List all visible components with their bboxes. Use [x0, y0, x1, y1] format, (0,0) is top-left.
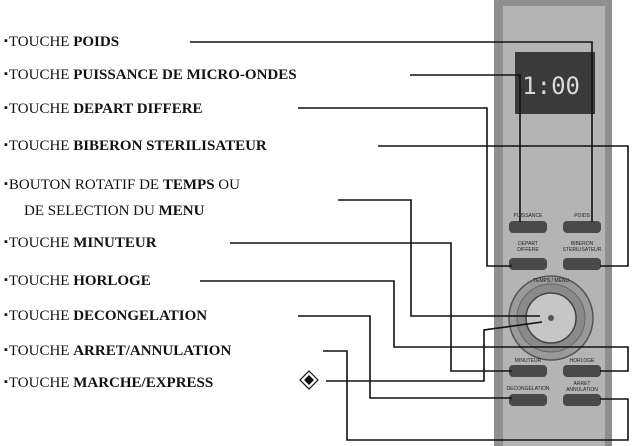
bullet: ▪	[4, 35, 8, 47]
bullet: ▪	[4, 309, 8, 321]
label-poids: ▪TOUCHE POIDS	[4, 33, 119, 52]
leader-decongelation	[298, 315, 512, 399]
bullet: ▪	[4, 139, 8, 151]
leader-rotary-knob	[338, 199, 540, 317]
label-suffix: OU	[214, 177, 240, 193]
leader-lines	[190, 41, 629, 441]
stop-cancel-button[interactable]: ARRET ANNULATION	[563, 381, 601, 406]
leader-minuteur	[230, 242, 512, 372]
bullet: ▪	[4, 274, 8, 286]
display-time: 1:00	[522, 72, 580, 100]
label-bold: HORLOGE	[73, 273, 151, 289]
time-menu-knob[interactable]: TEMPS / MENU	[508, 275, 594, 361]
label-prefix: TOUCHE	[8, 375, 74, 391]
start-diamond-icon	[299, 370, 319, 390]
label-bold: MINUTEUR	[73, 235, 157, 251]
delayed-start-label-2: DIFFERE	[517, 247, 539, 253]
label-rotary-knob-line2: DE SELECTION DU MENU	[24, 202, 204, 220]
label-rotary-knob: ▪BOUTON ROTATIF DE TEMPS OU	[4, 176, 240, 195]
leader-biberon	[378, 145, 629, 267]
label-bold: MENU	[158, 203, 205, 219]
label-bold: BIBERON STERILISATEUR	[73, 138, 267, 154]
label-minuteur: ▪TOUCHE MINUTEUR	[4, 234, 157, 253]
bullet: ▪	[4, 236, 8, 248]
label-depart-differe: ▪TOUCHE DEPART DIFFERE	[4, 100, 203, 119]
power-button[interactable]: PUISSANCE	[509, 213, 547, 233]
label-bold: TEMPS	[162, 177, 215, 193]
label-prefix: TOUCHE	[8, 101, 74, 117]
timer-button-label: MINUTEUR	[515, 358, 542, 364]
label-prefix: TOUCHE	[8, 34, 74, 50]
leader-marche-express	[326, 321, 543, 382]
delayed-start-button[interactable]: DEPART DIFFERE	[509, 241, 547, 270]
leader-arret-annulation	[323, 350, 629, 441]
timer-button[interactable]: MINUTEUR	[509, 358, 547, 377]
leader-horloge	[200, 280, 629, 372]
label-bold: MARCHE/EXPRESS	[73, 375, 214, 391]
label-prefix: DE SELECTION DU	[24, 203, 159, 219]
label-decongelation: ▪TOUCHE DECONGELATION	[4, 307, 207, 326]
display-window	[515, 52, 595, 114]
label-bold: ARRET/ANNULATION	[73, 343, 232, 359]
leader-puissance	[410, 74, 521, 222]
bullet: ▪	[4, 68, 8, 80]
weight-button[interactable]: POIDS	[563, 213, 601, 233]
delayed-start-label-1: DEPART	[518, 241, 538, 247]
bullet: ▪	[4, 178, 8, 190]
clock-button[interactable]: HORLOGE	[563, 358, 601, 377]
leader-poids	[190, 41, 593, 222]
stop-label-1: ARRET	[574, 381, 591, 387]
bottle-sterilizer-button[interactable]: BIBERON STERILISATEUR	[563, 241, 602, 270]
label-arret-annulation: ▪TOUCHE ARRET/ANNULATION	[4, 342, 231, 361]
weight-button-label: POIDS	[574, 213, 590, 219]
clock-button-label: HORLOGE	[569, 358, 595, 364]
label-prefix: TOUCHE	[8, 235, 74, 251]
bottle-label-1: BIBERON	[571, 241, 594, 247]
label-puissance: ▪TOUCHE PUISSANCE DE MICRO-ONDES	[4, 66, 297, 85]
label-prefix: TOUCHE	[8, 138, 74, 154]
label-marche-express: ▪TOUCHE MARCHE/EXPRESS	[4, 374, 213, 393]
label-prefix: TOUCHE	[8, 273, 74, 289]
label-prefix: TOUCHE	[8, 308, 74, 324]
label-prefix: TOUCHE	[8, 67, 74, 83]
label-bold: DEPART DIFFERE	[73, 101, 203, 117]
power-button-label: PUISSANCE	[514, 213, 544, 219]
stop-label-2: ANNULATION	[566, 387, 598, 393]
bottle-label-2: STERILISATEUR	[563, 247, 602, 253]
leader-depart-differe	[298, 107, 512, 267]
knob-ring-label: TEMPS / MENU	[533, 278, 570, 284]
label-horloge: ▪TOUCHE HORLOGE	[4, 272, 151, 291]
defrost-button-label: DECONGELATION	[507, 386, 550, 392]
label-prefix: TOUCHE	[8, 343, 74, 359]
defrost-button[interactable]: DECONGELATION	[507, 386, 550, 406]
label-bold: PUISSANCE DE MICRO-ONDES	[73, 67, 297, 83]
bullet: ▪	[4, 344, 8, 356]
label-biberon: ▪TOUCHE BIBERON STERILISATEUR	[4, 137, 267, 156]
label-bold: DECONGELATION	[73, 308, 208, 324]
label-prefix: BOUTON ROTATIF DE	[8, 177, 163, 193]
bullet: ▪	[4, 376, 8, 388]
label-bold: POIDS	[73, 34, 120, 50]
bullet: ▪	[4, 102, 8, 114]
